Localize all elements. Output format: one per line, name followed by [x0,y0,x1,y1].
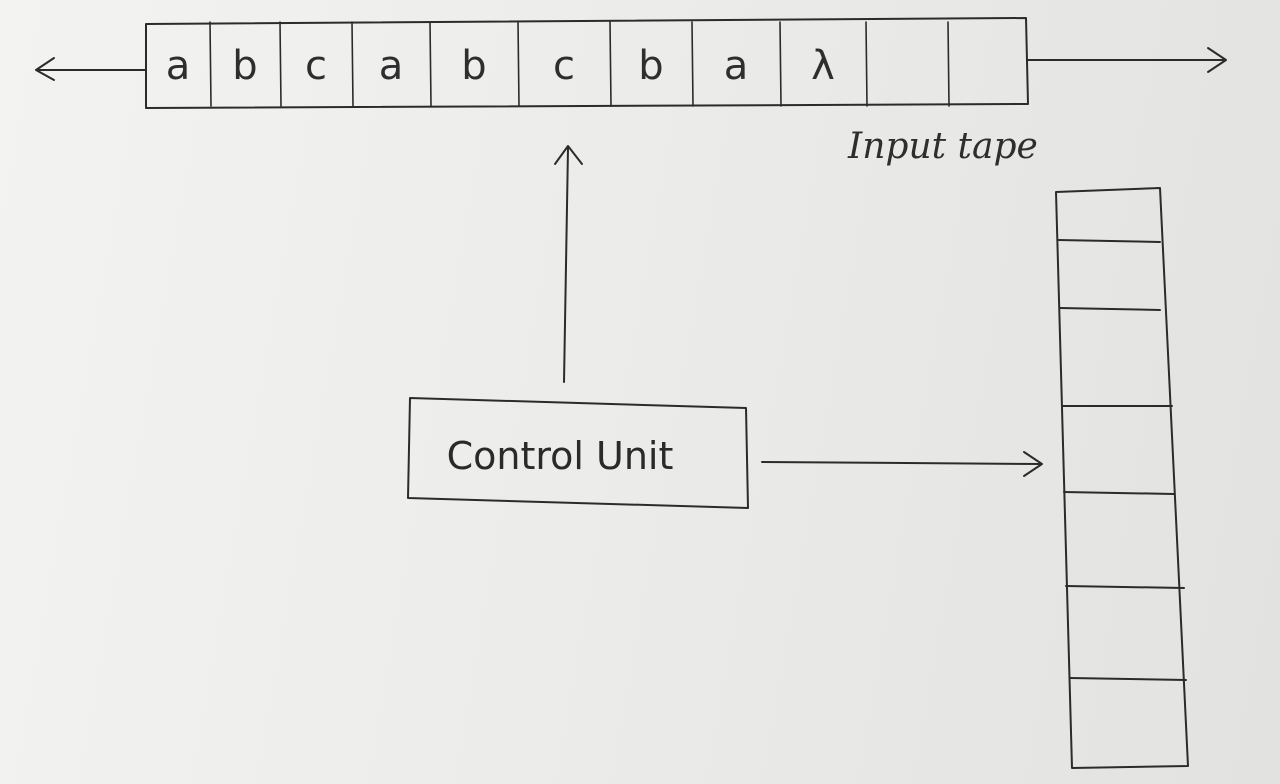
input-tape-label: Input tape [847,126,1038,167]
tape-frame [145,17,1029,109]
tape-cell-symbol: c [553,43,575,89]
tape-cell-divider [517,21,520,107]
tape-left-arrow [35,57,147,81]
stack-cell-divider [1057,239,1161,243]
tape-cell-divider [947,21,950,107]
stack-dividers [1057,239,1187,681]
tape-cell-symbol: a [724,43,749,89]
tape-cell-symbol: c [305,43,327,89]
tape-cell-divider [779,21,782,107]
tape-cell-divider [429,21,432,107]
tape-cell-divider [351,21,354,107]
tape-cell-divider [865,21,868,107]
tape-cell-divider [609,21,612,107]
stack-cell-divider [1059,307,1161,311]
stack [1055,187,1189,769]
stack-cell-divider [1063,491,1175,495]
tape-right-arrow [1027,47,1227,73]
tape-dividers [209,21,950,107]
tape-cell-symbol: b [232,43,257,89]
stack-arrow [761,451,1043,477]
tape-cell-symbol: a [166,43,191,89]
tape-cell-symbol: a [379,43,404,89]
read-head-arrow [554,145,583,383]
tape-cell-divider [279,21,282,107]
tape-cell-symbol: λ [811,43,835,89]
tape-cell-symbol: b [461,43,486,89]
tape-cell-divider [691,21,694,107]
control-unit: Control Unit [407,397,749,509]
control-unit-label: Control Unit [447,434,674,478]
stack-frame [1055,187,1189,769]
tape-cell-symbol: b [638,43,663,89]
tape-cell-divider [209,21,212,107]
stack-cell-divider [1069,677,1187,681]
control-unit-box [407,397,749,509]
stack-cell-divider [1065,585,1185,589]
